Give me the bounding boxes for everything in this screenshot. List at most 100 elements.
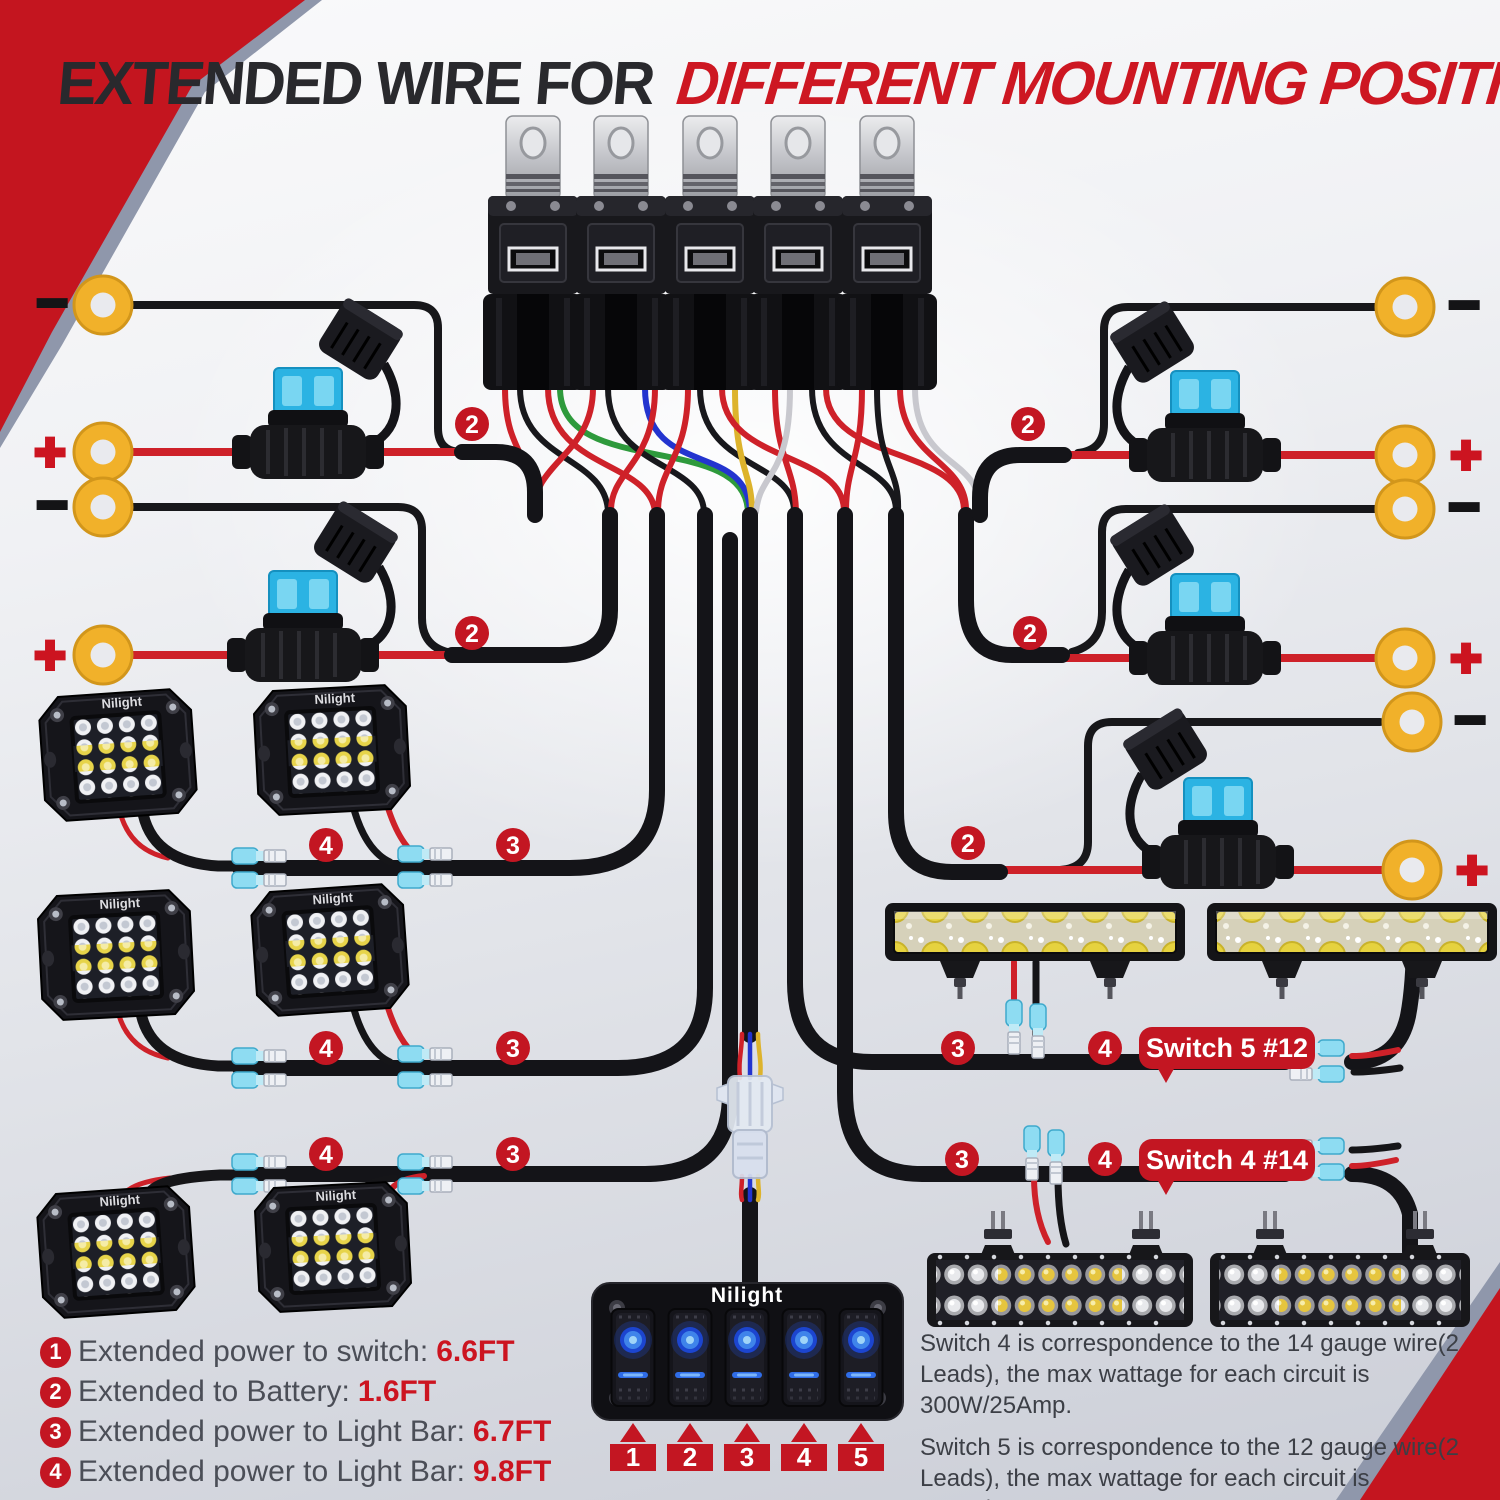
callout-badges: 2 2 2 2 2 4 3 4 3 4 3 3 4 3 4 — [309, 407, 1122, 1176]
rocker-switch-4 — [781, 1308, 827, 1407]
relay-3 — [660, 116, 760, 390]
pod-brand-label: Nilight — [312, 890, 354, 908]
pod-brand-label: Nilight — [101, 694, 143, 712]
callout-4: 4 — [309, 1137, 343, 1171]
legend-value: 6.6FT — [436, 1335, 515, 1368]
svg-text:5: 5 — [854, 1442, 868, 1472]
svg-text:3: 3 — [506, 832, 520, 860]
panel-brand-label: Nilight — [711, 1284, 783, 1307]
ring-terminal — [1374, 627, 1436, 689]
svg-text:4: 4 — [1098, 1146, 1112, 1174]
minus-sign: − — [1448, 275, 1480, 335]
ring-terminal — [1381, 691, 1443, 753]
ring-terminal — [1374, 276, 1436, 338]
ring-terminal — [1381, 839, 1443, 901]
pod-brand-label: Nilight — [315, 1187, 357, 1204]
corner-accent-bottom-right — [1360, 1288, 1500, 1500]
svg-text:2: 2 — [1023, 620, 1037, 648]
fuse-holder — [1108, 300, 1281, 482]
ring-terminal — [72, 476, 134, 538]
rocker-switch-2 — [667, 1308, 713, 1407]
marker-arrow — [620, 1423, 646, 1442]
gauge-notes: Switch 4 is correspondence to the 14 gau… — [920, 1328, 1498, 1500]
title-highlight: DIFFERENT MOUNTING POSITION — [673, 49, 1500, 117]
ring-terminal — [72, 421, 134, 483]
pod-brand-label: Nilight — [314, 690, 356, 707]
plus-sign: + — [1450, 628, 1482, 688]
callout-3: 3 — [496, 828, 530, 862]
callout-2: 2 — [455, 407, 489, 441]
callout-4: 4 — [309, 1031, 343, 1065]
legend: 1 Extended power to switch: 6.6FT 2 Exte… — [40, 1332, 551, 1492]
switch-panel: Nilight — [591, 1282, 904, 1472]
note-switch-5: Switch 5 is correspondence to the 12 gau… — [920, 1433, 1459, 1500]
corner-accent-top-left — [0, 0, 305, 432]
light-bar-short — [1210, 1209, 1470, 1327]
minus-sign: − — [1448, 477, 1480, 537]
svg-text:Switch 4 #14: Switch 4 #14 — [1146, 1145, 1308, 1175]
callout-2: 2 — [1011, 407, 1045, 441]
legend-item-4: 4 Extended power to Light Bar: 9.8FT — [40, 1452, 551, 1492]
legend-item-3: 3 Extended power to Light Bar: 6.7FT — [40, 1412, 551, 1452]
svg-text:3: 3 — [951, 1035, 965, 1063]
light-bar-short — [927, 1209, 1193, 1327]
pod-brand-label: Nilight — [99, 1192, 141, 1210]
relay-4 — [748, 116, 848, 390]
callout-4: 4 — [309, 828, 343, 862]
svg-text:3: 3 — [955, 1146, 969, 1174]
relay-2 — [571, 116, 671, 390]
led-pods: Nilight Nilight Nilight Nilight Nilight … — [33, 684, 412, 1322]
callout-3: 3 — [941, 1031, 975, 1065]
legend-value: 1.6FT — [357, 1375, 437, 1408]
relay-5 — [837, 116, 937, 390]
svg-text:1: 1 — [626, 1442, 640, 1472]
callout-3: 3 — [496, 1137, 530, 1171]
rocker-switch-3 — [724, 1308, 770, 1407]
legend-badge-2: 2 — [40, 1376, 71, 1408]
svg-text:2: 2 — [683, 1442, 697, 1472]
svg-text:3: 3 — [740, 1442, 754, 1472]
wire-gauge-tags: Switch 5 #12 Switch 4 #14 — [1139, 1027, 1315, 1195]
polarity-signs: − + − + − + − + − + — [32, 271, 1490, 902]
legend-label: Extended power to Light Bar: — [78, 1415, 465, 1448]
callout-2: 2 — [455, 616, 489, 650]
svg-text:2: 2 — [961, 830, 975, 858]
minus-sign: − — [1454, 690, 1486, 750]
long-light-bars — [885, 903, 1497, 999]
ring-terminal — [72, 274, 134, 336]
light-bar-long — [1207, 903, 1497, 999]
callout-2: 2 — [1013, 616, 1047, 650]
rocker-switch-1 — [610, 1308, 656, 1407]
rocker-switch-5 — [838, 1308, 884, 1407]
relay-bank — [483, 116, 937, 390]
minus-sign: − — [36, 475, 68, 535]
legend-label: Extended power to switch: — [78, 1335, 429, 1368]
lightbar-stub-wires — [1011, 958, 1404, 1248]
svg-text:4: 4 — [319, 1035, 333, 1063]
fuse-holder — [227, 500, 400, 682]
callout-3: 3 — [496, 1031, 530, 1065]
marker-arrow — [734, 1423, 760, 1442]
ring-terminal — [1374, 478, 1436, 540]
marker-arrow — [848, 1423, 874, 1442]
tag-switch-4: Switch 4 #14 — [1139, 1139, 1315, 1195]
fuse-holder — [1108, 503, 1281, 685]
legend-item-1: 1 Extended power to switch: 6.6FT — [40, 1332, 551, 1372]
callout-2: 2 — [951, 826, 985, 860]
plus-sign: + — [1450, 425, 1482, 485]
note-switch-4: Switch 4 is correspondence to the 14 gau… — [920, 1330, 1459, 1420]
switch-number-markers: 1 2 3 4 5 — [610, 1423, 884, 1472]
tag-switch-5: Switch 5 #12 — [1139, 1027, 1315, 1083]
svg-text:Switch 5 #12: Switch 5 #12 — [1146, 1033, 1308, 1063]
legend-label: Extended power to Light Bar: — [78, 1455, 465, 1488]
short-light-bars — [927, 1209, 1470, 1327]
plus-sign: + — [34, 625, 66, 685]
svg-text:3: 3 — [506, 1035, 520, 1063]
pod-brand-label: Nilight — [99, 895, 141, 912]
relay-1 — [483, 116, 583, 390]
svg-text:2: 2 — [465, 620, 479, 648]
plus-sign: + — [1456, 840, 1488, 900]
callout-3: 3 — [945, 1142, 979, 1176]
ring-terminal — [1374, 424, 1436, 486]
